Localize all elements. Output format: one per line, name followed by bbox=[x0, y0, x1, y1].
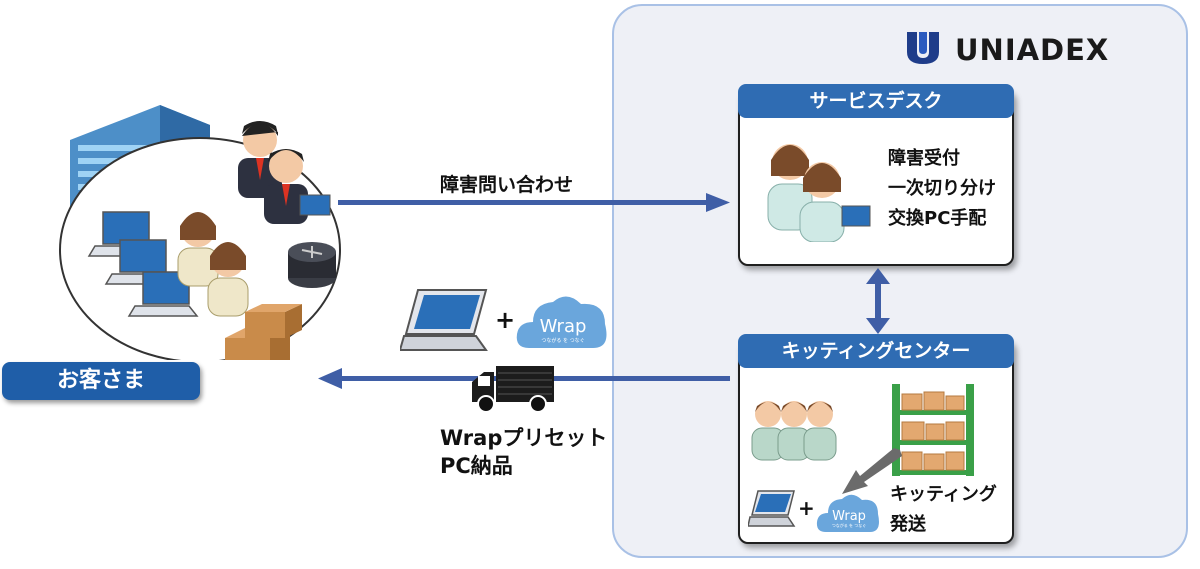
laptop-icon bbox=[398, 288, 492, 358]
customer-label: お客さま bbox=[2, 362, 200, 400]
call-center-operators-icon bbox=[760, 132, 880, 243]
customer-site-illustration bbox=[50, 100, 350, 375]
uniadex-logo-text: UNIADEX bbox=[955, 33, 1109, 67]
kitting-wrap-cloud-tagline: つながる を つなぐ bbox=[832, 522, 867, 528]
warehouse-shelf-icon bbox=[888, 382, 978, 478]
kitting-center-task: 発送 bbox=[890, 514, 926, 535]
kitting-wrap-cloud-icon: Wrap つながる を つなぐ bbox=[816, 490, 882, 536]
service-desk-task: 一次切り分け bbox=[888, 178, 996, 199]
kitting-staff-icon bbox=[746, 396, 846, 462]
kitting-laptop-icon bbox=[747, 490, 796, 528]
service-desk-box: サービスデスク 障害受付 一次切り分け 交換PC手配 bbox=[738, 84, 1014, 266]
office-staff-icon bbox=[177, 212, 249, 317]
delivery-label-line2: PC納品 bbox=[440, 454, 513, 478]
wrap-cloud-icon: Wrap つながる を つなぐ bbox=[515, 290, 611, 356]
kitting-center-box: キッティングセンター bbox=[738, 334, 1014, 544]
plus-sign: + bbox=[495, 306, 516, 334]
kitting-plus-sign: + bbox=[798, 496, 815, 520]
coordination-double-arrow bbox=[866, 268, 890, 334]
delivery-label: Wrapプリセット PC納品 bbox=[440, 424, 607, 480]
wrap-cloud-label: Wrap bbox=[540, 316, 587, 337]
shipment-pointer-arrow bbox=[842, 448, 902, 496]
kitting-center-tasks: キッティング 発送 bbox=[890, 480, 997, 540]
inquiry-arrow bbox=[338, 191, 730, 217]
service-desk-task: 交換PC手配 bbox=[888, 208, 987, 229]
wrap-cloud-tagline: つながる を つなぐ bbox=[541, 337, 584, 344]
kitting-wrap-cloud-label: Wrap bbox=[832, 509, 866, 524]
truck-icon bbox=[470, 364, 556, 414]
kitting-center-title: キッティングセンター bbox=[738, 334, 1014, 368]
delivery-label-line1: Wrapプリセット bbox=[440, 426, 608, 450]
manager-icon bbox=[238, 121, 331, 224]
service-desk-tasks: 障害受付 一次切り分け 交換PC手配 bbox=[888, 144, 996, 234]
network-router-icon bbox=[288, 242, 336, 288]
uniadex-logo: UNIADEX bbox=[905, 28, 1167, 68]
uniadex-logo-mark: UNIADEX bbox=[907, 32, 1109, 67]
service-desk-task: 障害受付 bbox=[888, 148, 960, 169]
service-desk-title: サービスデスク bbox=[738, 84, 1014, 118]
inquiry-label: 障害問い合わせ bbox=[440, 174, 574, 196]
kitting-center-task: キッティング bbox=[890, 484, 997, 505]
